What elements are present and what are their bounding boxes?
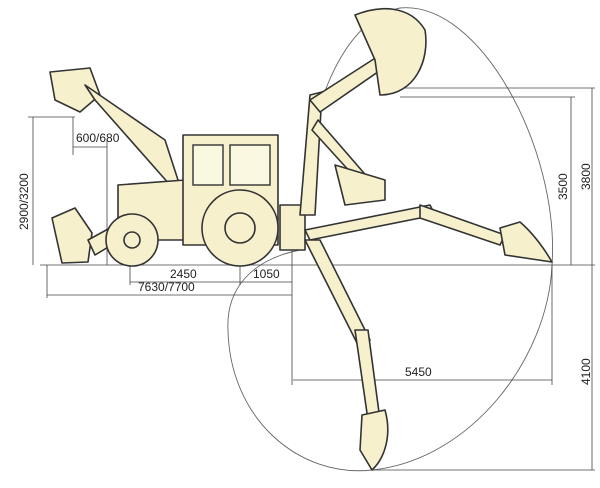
front-wheel (105, 213, 159, 267)
label-wheelbase: 2450 (170, 267, 197, 281)
cab-window-right (229, 144, 271, 186)
label-rear-overhang: 1050 (253, 267, 280, 281)
dimension-lines (28, 87, 595, 471)
label-overall-length: 7630/7700 (138, 280, 195, 294)
label-max-height: 3800 (579, 163, 593, 190)
rear-wheel (201, 189, 279, 267)
backhoe-arm-extended (304, 204, 553, 263)
label-loader-reach: 600/680 (76, 131, 120, 145)
lowered-bucket (51, 207, 93, 264)
label-digging-depth: 4100 (579, 358, 593, 385)
label-loader-height: 2900/3200 (17, 173, 31, 230)
label-loading-height: 3500 (556, 173, 570, 200)
backhoe-arm-raised (299, 7, 427, 216)
backhoe-arm-lowered (304, 239, 389, 471)
raised-bucket (49, 67, 101, 113)
label-backhoe-reach: 5450 (405, 365, 432, 379)
cab-window-left (192, 144, 224, 186)
